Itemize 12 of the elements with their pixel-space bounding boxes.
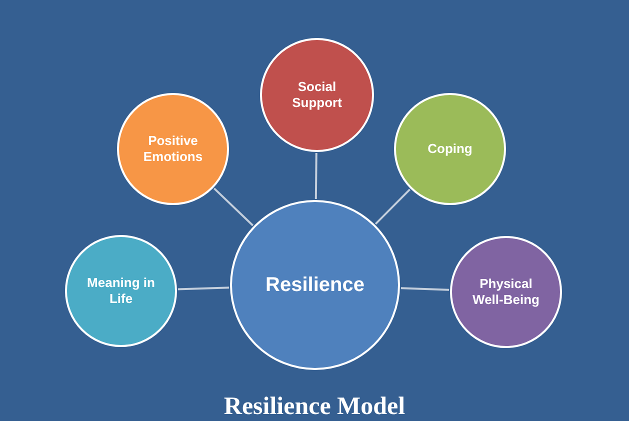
node-label: Positive Emotions bbox=[142, 132, 204, 166]
node-label: Social Support bbox=[291, 78, 343, 112]
connector-line bbox=[374, 188, 411, 225]
node-label: Meaning in Life bbox=[87, 274, 155, 308]
diagram-title: Resilience Model bbox=[222, 392, 406, 421]
node-label: Coping bbox=[428, 140, 472, 158]
node-label: Physical Well-Being bbox=[472, 276, 540, 308]
node-label: Resilience bbox=[266, 272, 364, 298]
connector-line bbox=[400, 287, 450, 291]
connector-line bbox=[314, 152, 318, 200]
connector-line bbox=[178, 286, 230, 290]
connector-line bbox=[213, 188, 254, 226]
